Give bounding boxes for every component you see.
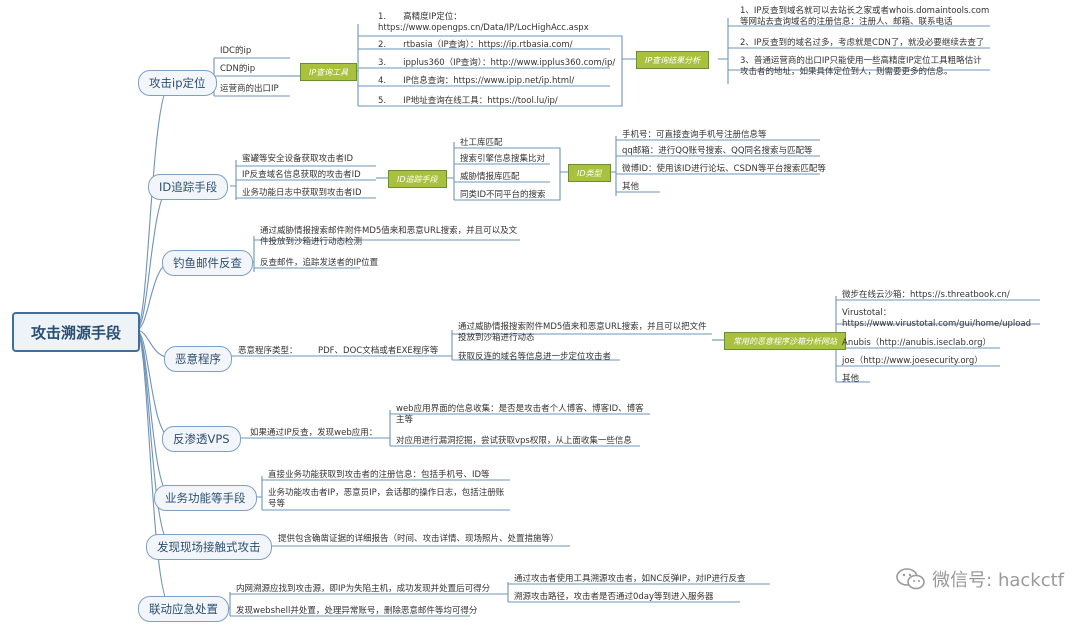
- ip-analysis-2: 2、IP反查到的域名过多，考虑就是CDN了，就没必要继续去查了: [740, 38, 985, 48]
- response-sub-2: 溯源攻击路径，攻击者是否通过0day等到进入服务器: [514, 592, 714, 602]
- branch-response[interactable]: 联动应急处置: [138, 596, 229, 622]
- id-type-other: 其他: [622, 182, 640, 192]
- branch-phish[interactable]: 钓鱼邮件反查: [162, 250, 253, 276]
- ip-tool-3: 3. ipplus360（IP查询）：http://www.ipplus360.…: [378, 58, 616, 68]
- phish-item-2: 反查邮件，追踪发送者的IP位置: [260, 258, 379, 268]
- id-type-qq: qq邮箱：进行QQ账号搜索、QQ同名搜索与匹配等: [622, 146, 813, 156]
- sandbox-virustotal: Virustotal：https://www.virustotal.com/gu…: [842, 308, 1032, 329]
- id-source-3: 业务功能日志中获取到攻击者ID: [242, 188, 362, 198]
- watermark-text: 微信号: hackctf: [932, 570, 1064, 591]
- ip-tool-5: 5. IP地址查询在线工具：https://tool.lu/ip/: [378, 96, 558, 106]
- wechat-icon: [896, 568, 925, 590]
- business-item-2: 业务功能攻击者IP，恶意员IP，会话都的操作日志，包括注册账号等: [268, 488, 505, 509]
- id-method-2: 搜索引擎信息搜集比对: [460, 154, 546, 164]
- response-item-2: 发现webshell并处置，处理异常账号，删除恶意邮件等均可得分: [236, 606, 478, 616]
- ip-type-isp: 运营商的出口IP: [220, 84, 279, 94]
- ip-type-cdn: CDN的ip: [220, 64, 256, 74]
- malware-type-label: 恶意程序类型：: [238, 346, 298, 356]
- id-source-2: IP反查域名信息获取的攻击者ID: [242, 170, 361, 180]
- sandbox-anubis: Anubis（http://anubis.iseclab.org）: [842, 338, 991, 348]
- response-item-1: 内网溯源应找到攻击源，即IP为失陷主机，成功发现并处置后可得分: [236, 584, 491, 594]
- id-source-1: 蜜罐等安全设备获取攻击者ID: [242, 154, 354, 164]
- sandbox-other: 其他: [842, 374, 860, 384]
- malware-types: PDF、DOC文档或者EXE程序等: [318, 346, 439, 356]
- onsite-item-1: 提供包含确凿证据的详细报告（时间、攻击详情、现场照片、处置措施等）: [278, 534, 559, 544]
- branch-vps[interactable]: 反渗透VPS: [162, 426, 241, 452]
- tag-sandbox-sites: 常用的恶意程序沙箱分析网站: [724, 332, 846, 350]
- id-method-4: 同类ID不同平台的搜索: [460, 190, 546, 200]
- ip-type-idc: IDC的ip: [220, 46, 252, 56]
- vps-item-2: 对应用进行漏洞挖掘，尝试获取vps权限，从上面收集一些信息: [396, 436, 632, 446]
- sandbox-threatbook: 微步在线云沙箱：https://s.threatbook.cn/: [842, 290, 1010, 300]
- id-type-phone: 手机号：可直接查询手机号注册信息等: [622, 130, 767, 140]
- ip-analysis-3: 3、普通运营商的出口IP只能使用一些高精度IP定位工具粗略估计攻击者的地址，如果…: [740, 56, 982, 77]
- malware-item-2: 获取反连的域名等信息进一步定位攻击者: [458, 352, 612, 362]
- tag-ip-tools: IP查询工具: [300, 63, 358, 81]
- response-sub-1: 通过攻击者使用工具溯源攻击者，如NC反弹IP，对IP进行反查: [514, 574, 746, 584]
- ip-tool-2: 2. rtbasia（IP查询）：https://ip.rtbasia.com/: [378, 40, 573, 50]
- id-type-weibo: 微博ID：使用该ID进行论坛、CSDN等平台搜索匹配等: [622, 164, 826, 174]
- watermark: 微信号: hackctf: [896, 566, 1064, 592]
- branch-business[interactable]: 业务功能等手段: [154, 485, 257, 511]
- business-item-1: 直接业务功能获取到攻击者的注册信息：包括手机号、ID等: [268, 470, 490, 480]
- ip-tool-1: 1. 高精度IP定位：https://www.opengps.cn/Data/I…: [378, 12, 589, 33]
- id-method-1: 社工库匹配: [460, 138, 503, 148]
- tag-ip-analysis: IP查询结果分析: [636, 51, 710, 69]
- branch-onsite[interactable]: 发现现场接触式攻击: [146, 534, 272, 560]
- branch-malware[interactable]: 恶意程序: [164, 346, 232, 372]
- malware-item-1: 通过威胁情报搜索附件MD5值来和恶意URL搜索，并且可以把文件投放到沙箱进行动态: [458, 322, 707, 343]
- root-node[interactable]: 攻击溯源手段: [12, 312, 140, 352]
- ip-analysis-1: 1、IP反查到域名就可以去站长之家或者whois.domaintools.com…: [740, 6, 990, 27]
- phish-item-1: 通过威胁情报搜索邮件附件MD5值来和恶意URL搜索，并且可以及文件投放到沙箱进行…: [260, 226, 518, 247]
- ip-tool-4: 4. IP信息查询：https://www.ipip.net/ip.html/: [378, 76, 575, 86]
- tag-id-type: ID类型: [568, 164, 611, 182]
- tag-id-trace: ID追踪手段: [388, 170, 447, 188]
- sandbox-joe: joe（http://www.joesecurity.org）: [842, 356, 983, 366]
- branch-ip-locate[interactable]: 攻击ip定位: [138, 70, 217, 96]
- vps-item-1: web应用界面的信息收集：是否是攻击者个人博客、博客ID、博客主等: [396, 404, 644, 425]
- vps-condition: 如果通过IP反查，发现web应用：: [250, 428, 378, 438]
- branch-id-trace[interactable]: ID追踪手段: [148, 174, 229, 200]
- id-method-3: 威胁情报库匹配: [460, 172, 520, 182]
